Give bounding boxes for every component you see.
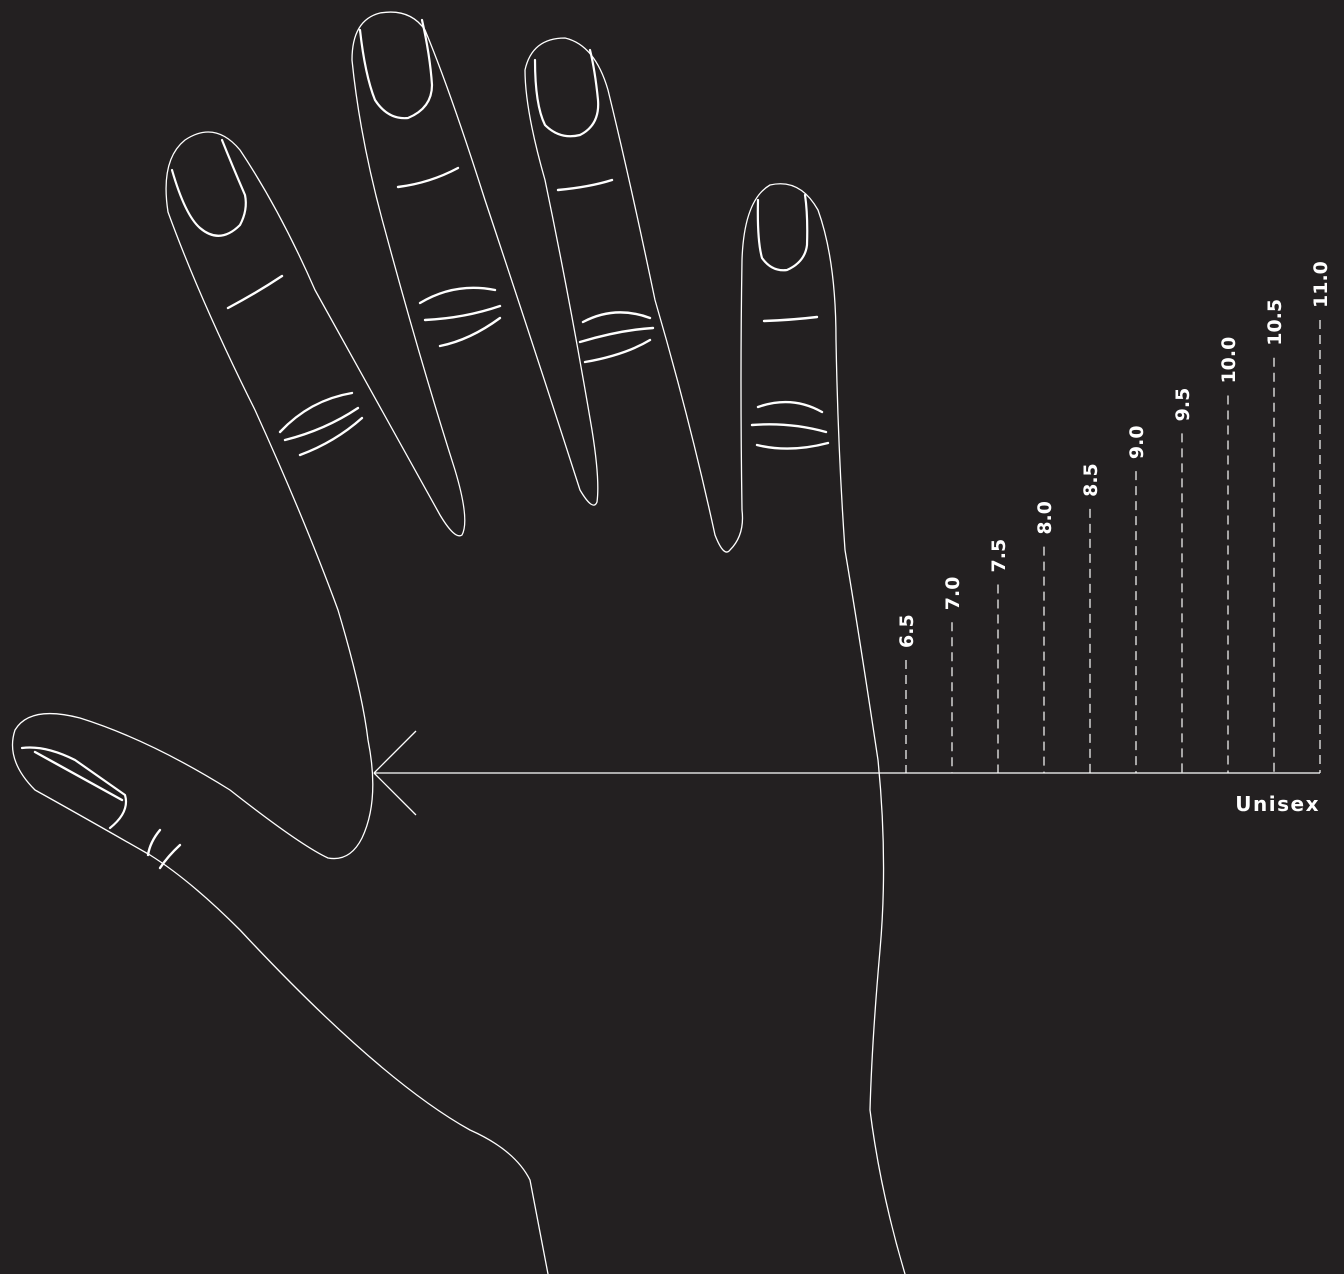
size-ticks: 6.5 7.0 7.5 8.0 8.5 9.0 9.5 10.0 10.5 11.0 [896, 261, 1332, 773]
thumb-crease [35, 752, 122, 800]
size-label: 10.0 [1218, 337, 1240, 384]
size-label: 6.5 [896, 614, 918, 648]
pinky-crease [758, 402, 822, 412]
index-crease [228, 276, 282, 308]
size-label: 10.5 [1264, 299, 1286, 346]
size-label: 7.5 [988, 539, 1010, 573]
index-nail [172, 140, 246, 236]
size-label: 9.0 [1126, 425, 1148, 459]
thumb-nail [22, 748, 126, 829]
size-label: 8.0 [1034, 501, 1056, 535]
pinky-crease [757, 443, 828, 449]
pinky-nail [758, 195, 807, 270]
thumb-crease [160, 845, 180, 868]
size-label: 9.5 [1172, 388, 1194, 422]
size-label: 11.0 [1310, 261, 1332, 308]
middle-nail [360, 20, 432, 118]
middle-crease [440, 318, 500, 346]
size-label: 8.5 [1080, 463, 1102, 497]
middle-crease [398, 168, 458, 187]
size-label: 7.0 [942, 577, 964, 611]
arrow-head-lower [374, 773, 416, 815]
hand-outline [13, 12, 906, 1274]
pinky-crease [764, 317, 817, 321]
ring-crease [558, 180, 612, 190]
thumb-crease [148, 830, 160, 855]
ring-nail [535, 50, 598, 136]
index-crease [285, 408, 358, 440]
arrow-head-upper [374, 731, 416, 773]
measurement-arrow [374, 731, 1320, 815]
middle-crease [425, 306, 500, 320]
pinky-crease [752, 424, 826, 432]
ring-crease [580, 328, 653, 342]
middle-crease [420, 288, 495, 303]
gender-label: Unisex [1235, 792, 1320, 816]
ring-crease [585, 340, 650, 362]
hand-illustration [13, 12, 906, 1274]
ring-crease [583, 312, 650, 322]
index-crease [280, 393, 352, 432]
